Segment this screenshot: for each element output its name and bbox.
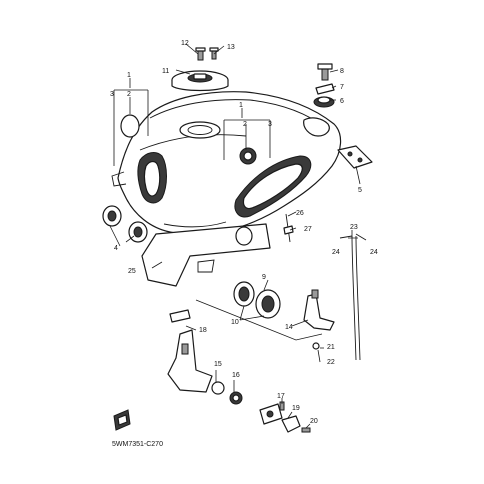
callout-11: 11 <box>162 68 169 75</box>
callout-9: 9 <box>262 274 266 281</box>
callout-27: 27 <box>304 226 312 233</box>
callout-22: 22 <box>327 359 335 366</box>
callout-12: 12 <box>181 40 189 47</box>
tank-bracket[interactable] <box>337 145 373 169</box>
callout-labels: 1 2 3 1 2 3 4 5 6 7 8 9 10 11 12 13 14 1… <box>110 40 378 425</box>
callout-17: 17 <box>277 393 285 400</box>
fuel-cock[interactable] <box>303 289 335 350</box>
diagram-code-label: 5WM7351-C270 <box>112 441 163 448</box>
callout-14: 14 <box>285 324 293 331</box>
callout-6: 6 <box>340 98 344 105</box>
callout-10: 10 <box>231 319 239 326</box>
callout-20: 20 <box>310 418 318 425</box>
leader-lines <box>109 43 361 429</box>
callout-2b: 2 <box>243 121 247 128</box>
callout-3a: 3 <box>110 91 114 98</box>
callout-8: 8 <box>340 68 344 75</box>
callout-25: 25 <box>128 268 136 275</box>
callout-2a: 2 <box>127 91 131 98</box>
callout-15: 15 <box>214 361 222 368</box>
cock-plate-screws[interactable] <box>259 401 311 433</box>
side-cover-plate[interactable] <box>141 223 271 287</box>
callout-24b: 24 <box>370 249 378 256</box>
callout-26: 26 <box>296 210 304 217</box>
callout-13: 13 <box>227 44 235 51</box>
fuel-tank[interactable] <box>111 91 342 236</box>
forward-arrow-icon <box>113 409 131 431</box>
callout-19: 19 <box>292 405 300 412</box>
callout-1a: 1 <box>127 72 131 79</box>
callout-21: 21 <box>327 344 335 351</box>
callout-3b: 3 <box>268 121 272 128</box>
front-dampers[interactable] <box>102 205 148 243</box>
callout-23: 23 <box>350 224 358 231</box>
callout-16: 16 <box>232 372 240 379</box>
callout-24a: 24 <box>332 249 340 256</box>
lower-fuel-cock[interactable] <box>167 309 243 405</box>
callout-1b: 1 <box>239 102 243 109</box>
callout-5: 5 <box>358 187 362 194</box>
tank-cap[interactable] <box>171 70 229 92</box>
callout-18: 18 <box>199 327 207 334</box>
cap-bolts[interactable] <box>195 47 219 61</box>
sender-gaskets[interactable] <box>233 281 281 319</box>
filler-gasket[interactable] <box>120 114 140 138</box>
drain-hoses[interactable] <box>339 233 367 361</box>
callout-4: 4 <box>114 245 118 252</box>
callout-7: 7 <box>340 84 344 91</box>
vent-parts[interactable] <box>283 213 294 243</box>
rear-bolt-damper[interactable] <box>313 63 335 108</box>
